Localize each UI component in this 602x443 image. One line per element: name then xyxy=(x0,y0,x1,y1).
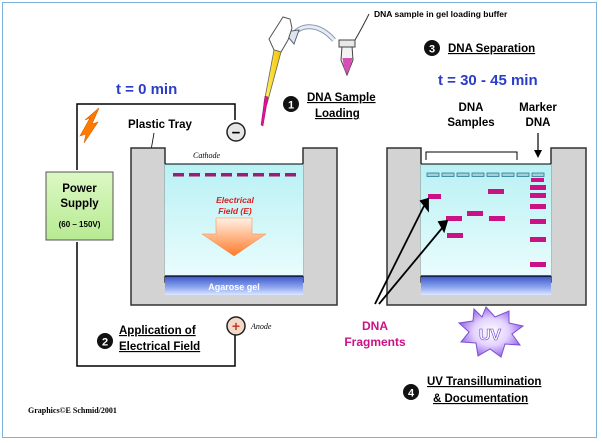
sample-buffer-note: DNA sample in gel loading buffer xyxy=(374,9,508,19)
samples-bracket xyxy=(425,151,518,160)
step-1-title-2: Loading xyxy=(315,108,360,120)
sample-wells xyxy=(173,173,296,177)
plastic-tray-label: Plastic Tray xyxy=(128,119,193,131)
step-1-badge xyxy=(283,96,299,112)
right-wells xyxy=(426,172,545,177)
anode-icon xyxy=(226,316,246,336)
dna-samples-label-2: Samples xyxy=(447,117,494,129)
electrical-field-label-2: Field (E) xyxy=(218,206,252,216)
step-3-title: DNA Separation xyxy=(448,43,535,55)
cathode-icon xyxy=(226,122,246,142)
anode-label: Anode xyxy=(250,322,272,331)
step-1-number: 1 xyxy=(288,100,294,112)
step-3-number: 3 xyxy=(429,44,435,56)
step-2-title-2: Electrical Field xyxy=(119,341,200,353)
marker-dna-label-2: DNA xyxy=(526,117,551,129)
sample-tube-icon xyxy=(338,13,370,77)
time-start-label: t = 0 min xyxy=(116,81,177,98)
dna-fragments-label-2: Fragments xyxy=(344,335,406,349)
cathode-label: Cathode xyxy=(193,151,221,160)
fragment-pointers xyxy=(374,197,449,305)
uv-burst-icon xyxy=(457,306,525,358)
step-4-badge xyxy=(403,384,419,400)
step-4-title-2: & Documentation xyxy=(433,393,528,405)
cathode-symbol: − xyxy=(232,125,241,142)
right-gel-tray xyxy=(386,147,587,306)
step-1-title-1: DNA Sample xyxy=(307,92,376,104)
circuit-wires xyxy=(76,103,236,367)
power-supply-label-1: Power xyxy=(62,183,97,195)
electrical-field-label-1: Electrical xyxy=(216,195,254,205)
lightning-icon xyxy=(79,107,100,144)
field-arrow-icon xyxy=(201,217,267,257)
agarose-gel-label: Agarose gel xyxy=(208,282,260,292)
dna-samples-label-1: DNA xyxy=(459,102,484,114)
time-end-label: t = 30 - 45 min xyxy=(438,72,538,89)
step-2-badge xyxy=(97,333,113,349)
credit-text: Graphics©E Schmid/2001 xyxy=(28,406,117,415)
power-supply-label-2: Supply xyxy=(60,198,99,210)
power-supply-range: (60 – 150V) xyxy=(59,220,101,229)
power-supply-box xyxy=(45,171,114,241)
step-2-title-1: Application of xyxy=(119,325,196,337)
dna-bands xyxy=(428,178,546,267)
marker-arrow-icon xyxy=(534,133,542,158)
anode-symbol: + xyxy=(232,318,240,334)
pipette-icon xyxy=(260,16,293,127)
step-2-number: 2 xyxy=(102,337,108,349)
step-3-badge xyxy=(424,40,440,56)
step-4-number: 4 xyxy=(408,388,415,400)
marker-dna-label-1: Marker xyxy=(519,102,557,114)
step-4-title-1: UV Transillumination xyxy=(427,376,541,388)
dna-fragments-label-1: DNA xyxy=(362,319,388,333)
uv-label: UV xyxy=(479,327,502,344)
